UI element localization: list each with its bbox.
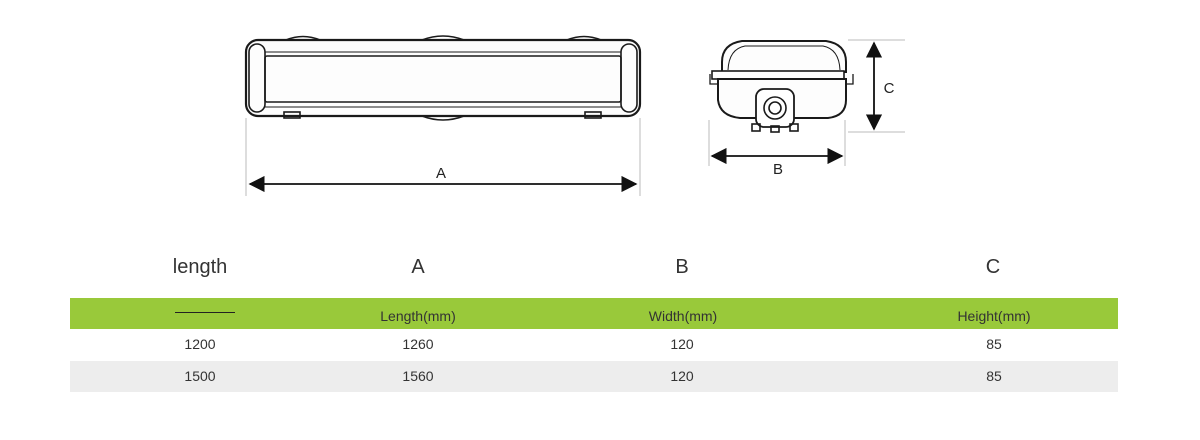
side-view-luminaire (244, 35, 642, 121)
units-row: Length(mm) Width(mm) Height(mm) (70, 298, 1118, 329)
dimension-b: B (708, 120, 846, 178)
unit-width: Width(mm) (648, 308, 718, 324)
cell-a: 1560 (402, 368, 434, 384)
cell-b: 120 (670, 368, 694, 384)
cell-c: 85 (986, 368, 1002, 384)
table-row: 1200 1260 120 85 (70, 329, 1118, 360)
cell-a: 1260 (402, 336, 434, 352)
col-header-b: B (675, 256, 689, 278)
cell-c: 85 (986, 336, 1002, 352)
dimension-a: A (245, 118, 641, 196)
col-header-a: A (411, 256, 425, 278)
end-view-luminaire (709, 40, 854, 133)
col-header-length: length (172, 256, 228, 278)
technical-drawing: A B (244, 35, 905, 196)
cell-b: 120 (670, 336, 694, 352)
unit-height: Height(mm) (957, 308, 1031, 324)
cell-length: 1500 (184, 368, 216, 384)
unit-length: Length(mm) (380, 308, 456, 324)
dimension-label-c: C (884, 80, 895, 97)
dimension-label-b: B (773, 161, 783, 178)
cell-length: 1200 (184, 336, 216, 352)
table-row: 1500 1560 120 85 (70, 361, 1118, 392)
dimension-label-a: A (436, 165, 446, 182)
dimension-c: C (848, 39, 905, 133)
length-dash (175, 312, 235, 313)
col-header-c: C (985, 256, 1001, 278)
